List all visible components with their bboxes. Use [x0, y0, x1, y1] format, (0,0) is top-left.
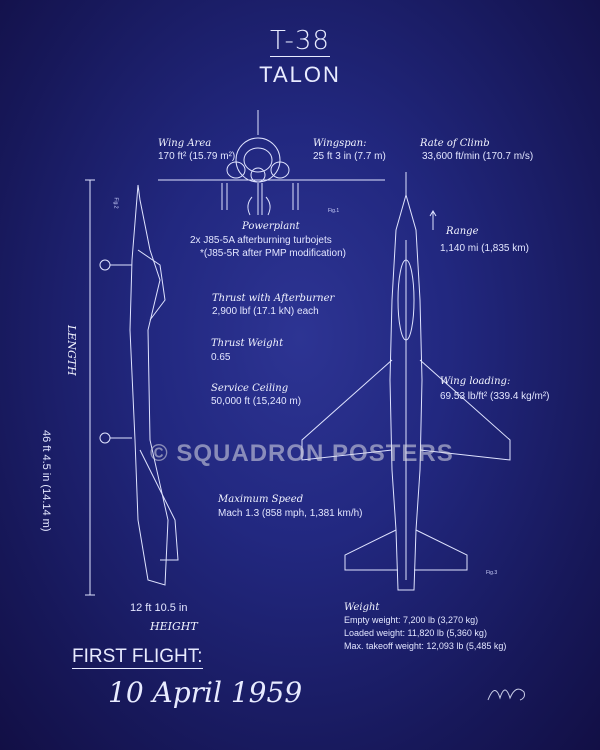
loaded-weight: Loaded weight: 11,820 lb (5,360 kg): [344, 628, 487, 638]
length-label: LENGTH: [65, 325, 78, 376]
weight-label: Weight: [344, 602, 380, 613]
fig3-label: Fig.3: [486, 570, 498, 576]
rate-of-climb-label: Rate of Climb: [420, 138, 490, 149]
page-title: T-38: [270, 26, 330, 57]
top-view-drawing: [301, 172, 511, 591]
length-value: 46 ft 4.5 in (14.14 m): [40, 430, 52, 532]
wingspan-label: Wingspan:: [313, 138, 367, 149]
first-flight-label: FIRST FLIGHT:: [72, 646, 203, 669]
max-takeoff-weight: Max. takeoff weight: 12,093 lb (5,485 kg…: [344, 641, 507, 651]
powerplant-label: Powerplant: [242, 221, 300, 232]
wing-area-value: 170 ft² (15.79 m²): [158, 151, 236, 162]
wing-loading-label: Wing loading:: [440, 376, 511, 387]
empty-weight: Empty weight: 7,200 lb (3,270 kg): [344, 615, 479, 625]
thrust-value: 2,900 lbf (17.1 kN) each: [212, 306, 319, 317]
service-ceiling-value: 50,000 ft (15,240 m): [211, 396, 302, 407]
side-view-drawing: [99, 184, 179, 586]
first-flight-date: 10 April 1959: [108, 676, 303, 709]
rate-of-climb-value: 33,600 ft/min (170.7 m/s): [422, 151, 534, 162]
range-label: Range: [446, 226, 479, 237]
range-value: 1,140 mi (1,835 km): [440, 243, 529, 254]
height-label: HEIGHT: [150, 620, 198, 633]
page-subtitle: TALON: [259, 62, 341, 87]
thrust-weight-label: Thrust Weight: [211, 338, 284, 349]
wing-loading-value: 69.53 lb/ft² (339.4 kg/m²): [440, 391, 550, 402]
thrust-label: Thrust with Afterburner: [212, 293, 335, 304]
powerplant-value: 2x J85-5A afterburning turbojets: [190, 235, 332, 246]
max-speed-label: Maximum Speed: [218, 494, 304, 505]
wingspan-value: 25 ft 3 in (7.7 m): [313, 151, 386, 162]
height-value: 12 ft 10.5 in: [130, 602, 188, 614]
fig2-label: Fig.2: [112, 197, 119, 209]
wing-area-label: Wing Area: [158, 138, 212, 149]
service-ceiling-label: Service Ceiling: [211, 383, 289, 394]
front-view-drawing: [158, 110, 385, 216]
thrust-weight-value: 0.65: [211, 352, 231, 363]
powerplant-note: *(J85-5R after PMP modification): [200, 248, 346, 259]
max-speed-value: Mach 1.3 (858 mph, 1,381 km/h): [218, 508, 363, 519]
watermark: © SQUADRON POSTERS: [150, 440, 454, 467]
fig1-label: Fig.1: [328, 208, 340, 214]
